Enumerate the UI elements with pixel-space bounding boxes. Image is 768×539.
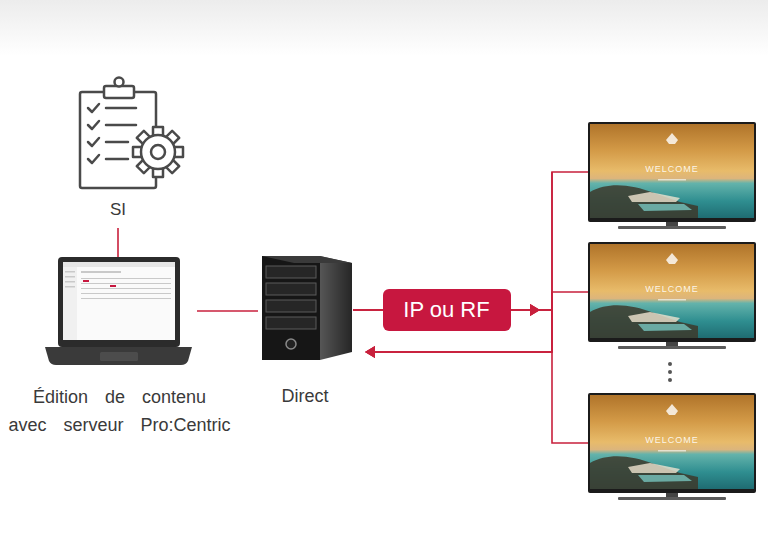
- node-label: SI: [78, 200, 158, 220]
- arrow-head: [365, 346, 375, 358]
- connector-line: [367, 351, 552, 353]
- arrow-head: [365, 346, 375, 358]
- arrow-head: [530, 304, 540, 316]
- arrow-head: [530, 304, 540, 316]
- connector-line: [117, 228, 119, 257]
- connector-line: [197, 310, 258, 312]
- connector-label: IP ou RF: [383, 289, 511, 331]
- connector: [118, 228, 119, 257]
- arrow-head: [365, 346, 375, 358]
- connector: [353, 172, 588, 358]
- server-node: Direct: [258, 254, 353, 362]
- connector-line: [367, 172, 552, 352]
- node-label: Direct: [255, 383, 355, 409]
- tv-screen: WELCOME: [588, 242, 756, 342]
- screen-text: WELCOME: [588, 164, 756, 175]
- system-integrator-icon: SI: [78, 78, 186, 190]
- screen-text: WELCOME: [588, 435, 756, 446]
- tv-screen: WELCOME: [588, 393, 756, 493]
- connector: [197, 311, 258, 312]
- screen-text: WELCOME: [588, 284, 756, 295]
- laptop-node: Édition de contenu avec serveur Pro:Cent…: [45, 257, 193, 365]
- arrow-head: [530, 304, 540, 316]
- node-label: Édition de contenu avec serveur Pro:Cent…: [7, 383, 232, 439]
- tv-screen: WELCOME: [588, 122, 756, 222]
